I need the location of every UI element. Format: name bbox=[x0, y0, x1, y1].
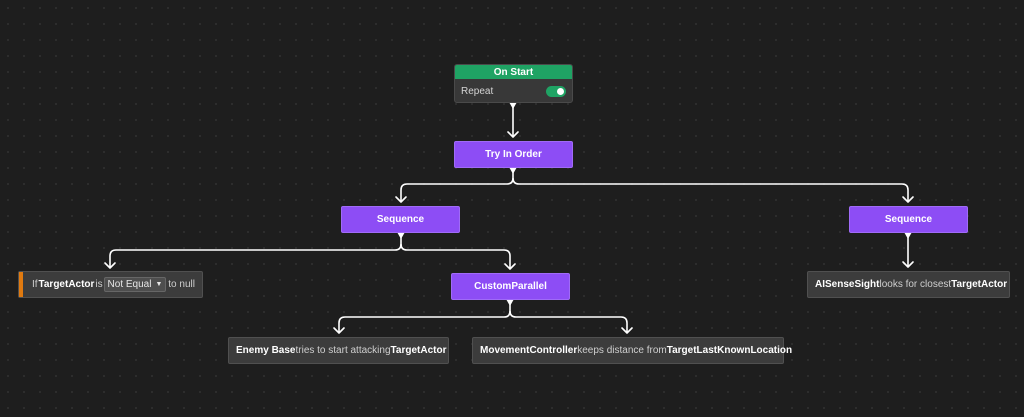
edge-sequence-left-to-condition bbox=[109, 233, 402, 267]
custom-parallel-label: CustomParallel bbox=[474, 281, 547, 292]
edge-tryinorder-to-sequence-right bbox=[512, 177, 909, 201]
arrowhead-sequence-left bbox=[395, 196, 407, 203]
sequence-node-left[interactable]: Sequence bbox=[341, 206, 460, 233]
on-start-node[interactable]: On Start Repeat bbox=[454, 64, 573, 103]
arrowhead-enemybase bbox=[333, 327, 345, 334]
repeat-row: Repeat bbox=[455, 79, 572, 102]
condition-suffix: to null bbox=[168, 279, 195, 290]
ai-sense-sight-node[interactable]: AISenseSight looks for closest TargetAct… bbox=[807, 271, 1010, 298]
condition-node[interactable]: If TargetActor is Not Equal ▼ to null bbox=[18, 271, 203, 298]
try-in-order-node[interactable]: Try In Order bbox=[454, 141, 573, 168]
operator-dropdown[interactable]: Not Equal ▼ bbox=[103, 277, 167, 292]
port-out-start bbox=[509, 102, 517, 109]
dropdown-caret-icon: ▼ bbox=[155, 281, 163, 288]
arrowhead-sequence-right bbox=[902, 196, 914, 203]
sequence-node-right[interactable]: Sequence bbox=[849, 206, 968, 233]
sequence-right-label: Sequence bbox=[884, 214, 933, 225]
edge-customparallel-to-enemybase bbox=[338, 300, 511, 332]
movement-controller-subject: MovementController bbox=[480, 345, 578, 356]
condition-verb: is bbox=[95, 279, 103, 290]
condition-prefix: If bbox=[32, 279, 38, 290]
port-out-customparallel bbox=[506, 299, 514, 306]
on-start-title: On Start bbox=[455, 65, 572, 79]
movement-controller-text: keeps distance from bbox=[577, 345, 667, 356]
repeat-label: Repeat bbox=[461, 85, 494, 97]
edge-customparallel-to-movementcontroller bbox=[509, 310, 628, 332]
port-out-sequence-right bbox=[904, 232, 912, 239]
enemy-base-node[interactable]: Enemy Base tries to start attacking Targ… bbox=[228, 337, 449, 364]
ai-sense-sight-text: looks for closest bbox=[879, 279, 952, 290]
arrowhead-tryinorder bbox=[507, 131, 519, 138]
sequence-left-label: Sequence bbox=[376, 214, 425, 225]
arrowhead-condition bbox=[104, 262, 116, 269]
condition-subject: TargetActor bbox=[38, 279, 95, 290]
arrowhead-movementcontroller bbox=[621, 327, 633, 334]
enemy-base-subject: Enemy Base bbox=[236, 345, 296, 356]
arrowhead-aisensesight bbox=[902, 261, 914, 268]
port-out-tryinorder bbox=[509, 167, 517, 174]
try-in-order-label: Try In Order bbox=[485, 149, 542, 160]
port-out-sequence-left bbox=[397, 232, 405, 239]
ai-sense-sight-subject: AISenseSight bbox=[815, 279, 880, 290]
condition-accent-bar bbox=[19, 272, 23, 297]
enemy-base-target: TargetActor bbox=[390, 345, 447, 356]
ai-sense-sight-target: TargetActor bbox=[951, 279, 1008, 290]
arrowhead-customparallel bbox=[504, 263, 516, 270]
edge-tryinorder-to-sequence-left bbox=[400, 168, 514, 201]
enemy-base-text: tries to start attacking bbox=[295, 345, 391, 356]
custom-parallel-node[interactable]: CustomParallel bbox=[451, 273, 570, 300]
repeat-toggle[interactable] bbox=[546, 85, 566, 97]
movement-controller-target: TargetLastKnownLocation bbox=[666, 345, 793, 356]
edge-sequence-left-to-customparallel bbox=[400, 243, 511, 268]
operator-value: Not Equal bbox=[107, 279, 152, 290]
movement-controller-node[interactable]: MovementController keeps distance from T… bbox=[472, 337, 792, 364]
